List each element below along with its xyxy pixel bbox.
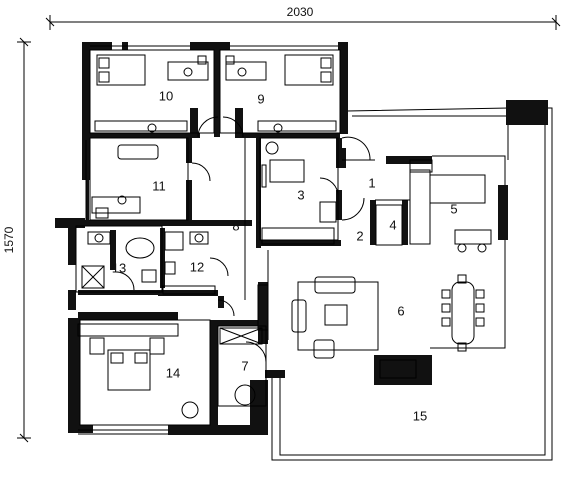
room-label-4: 4 <box>389 217 396 232</box>
walls <box>55 42 548 435</box>
room-label-12: 12 <box>190 259 204 274</box>
terrace-outline <box>271 107 553 461</box>
room-label-6: 6 <box>397 303 404 318</box>
room-label-9: 9 <box>257 91 264 106</box>
room-label-3: 3 <box>297 187 304 202</box>
room-label-11: 11 <box>152 178 166 193</box>
room-label-15: 15 <box>413 408 427 423</box>
room-label-1: 1 <box>368 175 375 190</box>
doors <box>115 116 371 363</box>
interior-lines <box>75 45 410 435</box>
width-dimension: 2030 <box>287 5 314 19</box>
room-label-14: 14 <box>166 365 180 380</box>
room-label-10: 10 <box>159 88 173 103</box>
furniture <box>77 54 492 419</box>
dimension-lines <box>17 15 561 443</box>
room-label-7: 7 <box>241 358 248 373</box>
room-labels: 1 2 3 4 5 6 7 8 9 10 11 12 13 14 15 <box>112 88 458 423</box>
room-label-13: 13 <box>112 260 126 275</box>
height-dimension: 1570 <box>2 226 16 253</box>
room-label-5: 5 <box>450 201 457 216</box>
room-label-8: 8 <box>232 218 239 233</box>
room-label-2: 2 <box>356 228 363 243</box>
